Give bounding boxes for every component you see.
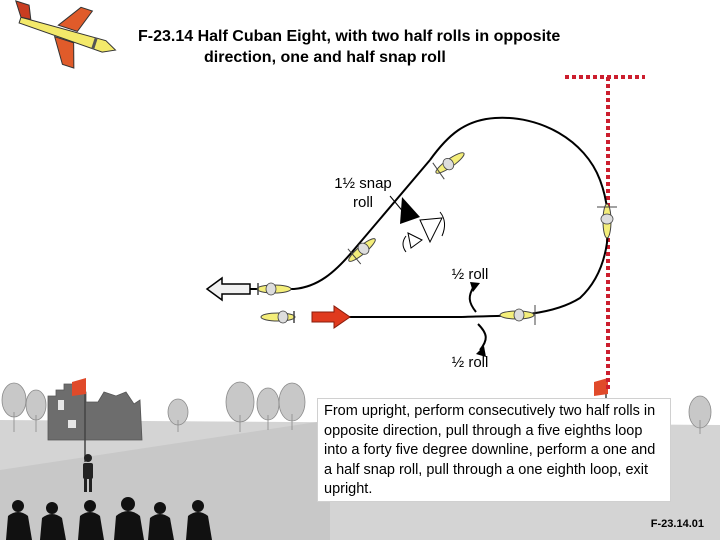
judge-icon (78, 500, 104, 540)
figure-description: From upright, perform consecutively two … (317, 398, 671, 502)
snap-flag-icon[interactable] (400, 197, 420, 224)
pilot-figure (83, 454, 93, 492)
page-title: F-23.14 Half Cuban Eight, with two half … (138, 26, 658, 68)
plane-icon (597, 203, 617, 239)
title-line-2: direction, one and half snap roll (204, 49, 446, 66)
snap-roll-label: 1½ snap roll (322, 174, 404, 212)
judge-icon (186, 500, 212, 540)
castle-icon (47, 383, 143, 441)
judges-row (6, 497, 212, 540)
title-line-1: F-23.14 Half Cuban Eight, with two half … (138, 28, 561, 45)
plane-icon (260, 310, 296, 324)
figure-code: F-23.14.01 (650, 518, 704, 530)
plane-icon (256, 282, 292, 296)
tree-icon (225, 381, 255, 432)
tree-icon (25, 389, 47, 432)
tree-icon (1, 382, 27, 432)
snap-roll-label-line-2: roll (352, 194, 373, 211)
roll-arrowhead-upper (470, 282, 480, 292)
judge-icon (114, 497, 144, 540)
plane-logo-icon (15, 0, 117, 69)
judge-icon (40, 502, 66, 540)
entry-arrow-icon (311, 305, 351, 329)
judge-icon (148, 502, 174, 540)
tree-icon (167, 398, 189, 432)
runway (0, 420, 330, 540)
half-roll-upper-label: ½ roll (451, 266, 489, 283)
snap-roll-label-line-1: 1½ snap (334, 175, 392, 192)
tree-row (1, 381, 712, 434)
tree-icon (688, 395, 712, 434)
half-roll-lower-label: ½ roll (451, 354, 489, 371)
tree-icon (278, 382, 306, 430)
judge-icon (6, 500, 32, 540)
roll-arrows (468, 285, 487, 351)
exit-arrow-icon (205, 276, 251, 302)
plane-icon (432, 152, 465, 180)
plane-icon (499, 305, 536, 325)
snap-flag-icon[interactable] (407, 232, 423, 249)
tree-icon (256, 387, 280, 430)
snap-brackets (389, 195, 446, 253)
snap-flag-icon[interactable] (419, 217, 443, 244)
plane-icon (347, 238, 376, 265)
flight-path (240, 116, 610, 318)
flag-icon (72, 378, 86, 462)
roll-arrowhead-lower (476, 346, 486, 357)
